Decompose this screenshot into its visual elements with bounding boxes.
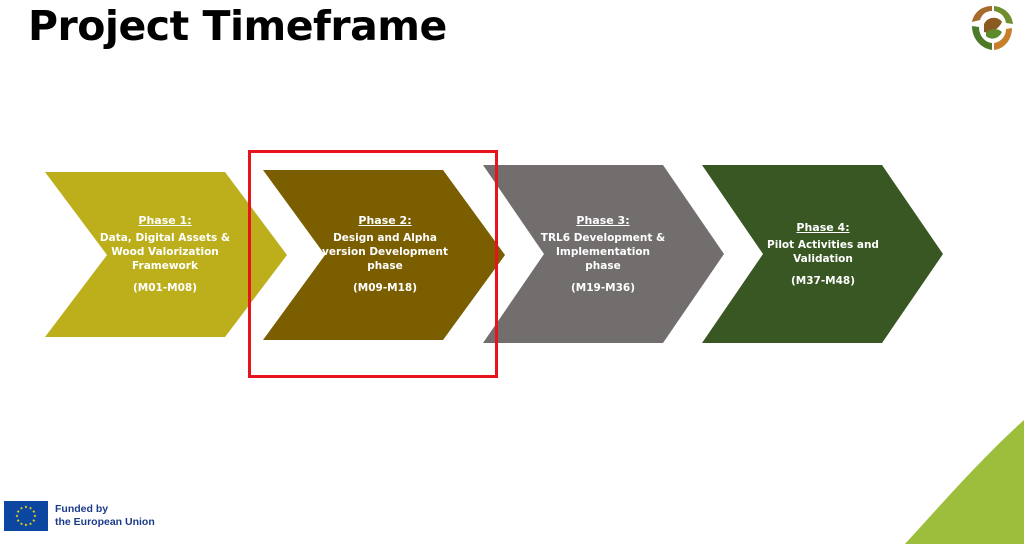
phase-months: (M09-M18) — [352, 281, 418, 294]
eu-star-icon — [28, 522, 33, 526]
eu-star-icon — [32, 518, 36, 522]
project-logo-icon — [972, 6, 1013, 50]
eu-star-icon — [19, 506, 24, 510]
phase-2-arrow — [263, 170, 505, 340]
slide-title: Project Timeframe — [28, 2, 447, 50]
eu-star-icon — [15, 514, 19, 518]
phase-3-arrow — [483, 165, 724, 343]
phase-2-label: Phase 2: Design and Alpha version Develo… — [310, 192, 460, 316]
eu-star-icon — [19, 522, 24, 526]
phase-3-label: Phase 3: TRL6 Development & Implementati… — [528, 192, 678, 316]
eu-funding-badge: Funded by the European Union — [4, 501, 155, 531]
phase-title: Phase 2: — [358, 213, 412, 227]
eu-star-icon — [24, 523, 28, 527]
funding-line-2: the European Union — [55, 516, 155, 528]
phase-1-arrow — [45, 172, 287, 337]
eu-star-icon — [33, 514, 37, 518]
phase-4-label: Phase 4: Pilot Activities and Validation… — [748, 192, 898, 316]
phase-title: Phase 4: — [796, 220, 850, 234]
eu-star-icon — [16, 509, 20, 513]
phase-description: Data, Digital Assets & Wood Valorization… — [99, 231, 231, 272]
phase-months: (M19-M36) — [570, 281, 636, 294]
phase-months: (M37-M48) — [790, 274, 856, 287]
phase-title: Phase 3: — [576, 213, 630, 227]
phase-description: TRL6 Development & Implementation phase — [540, 231, 666, 272]
phase-4-arrow — [702, 165, 943, 343]
phase-months: (M01-M08) — [132, 281, 198, 294]
eu-star-icon — [24, 505, 28, 509]
eu-star-icon — [16, 518, 20, 522]
eu-star-icon — [28, 506, 33, 510]
eu-star-icon — [32, 509, 36, 513]
current-phase-highlight — [248, 150, 498, 378]
phase-description: Design and Alpha version Development pha… — [321, 231, 449, 272]
eu-flag-icon — [4, 501, 48, 531]
phase-description: Pilot Activities and Validation — [767, 238, 879, 265]
phase-1-label: Phase 1: Data, Digital Assets & Wood Val… — [90, 192, 240, 316]
phase-title: Phase 1: — [138, 213, 192, 227]
funding-line-1: Funded by — [55, 503, 109, 515]
